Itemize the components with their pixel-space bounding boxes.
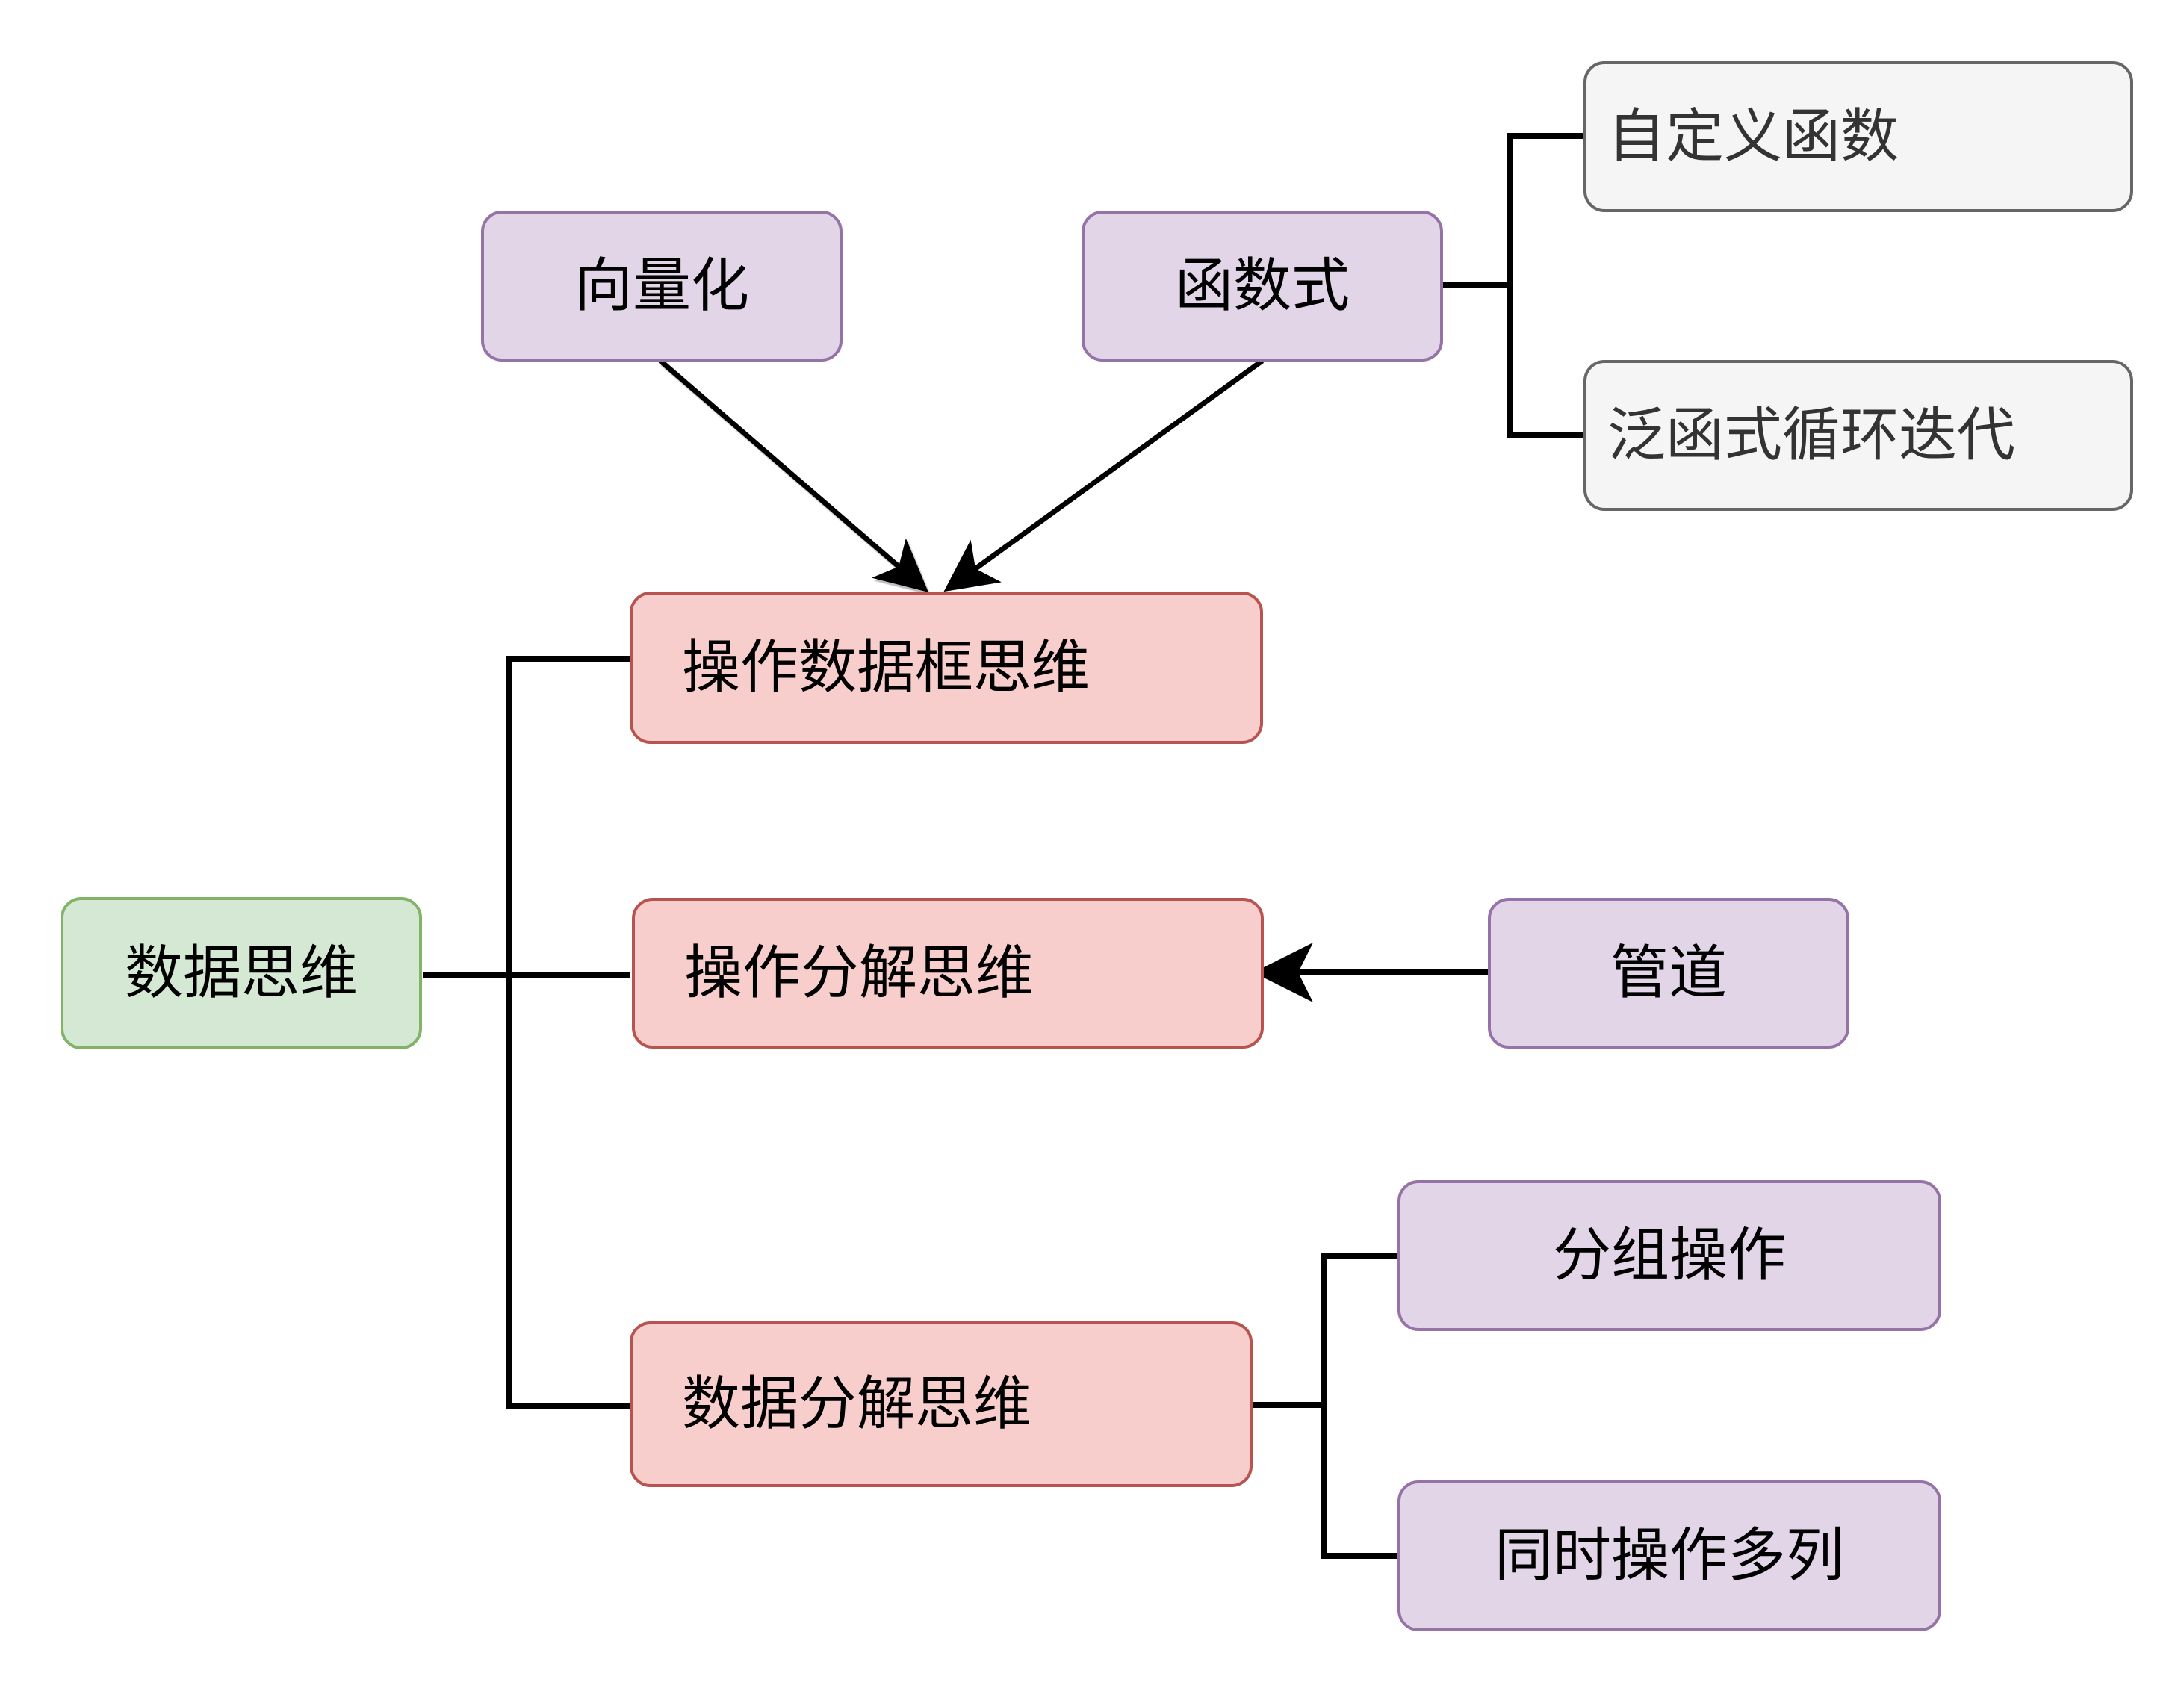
node-group-ops-label: 分组操作 xyxy=(1552,1222,1786,1289)
node-dataframe-thinking-label: 操作数据框思维 xyxy=(682,634,1091,701)
node-dataframe-thinking[interactable]: 操作数据框思维 xyxy=(630,592,1263,744)
node-vectorize-label: 向量化 xyxy=(574,252,749,320)
node-functional-label: 函数式 xyxy=(1174,252,1350,320)
node-multi-column[interactable]: 同时操作多列 xyxy=(1397,1480,1941,1631)
node-data-split-label: 数据分解思维 xyxy=(682,1371,1032,1438)
node-custom-function[interactable]: 自定义函数 xyxy=(1583,61,2133,212)
node-functional-iterate[interactable]: 泛函式循环迭代 xyxy=(1583,360,2133,511)
node-functional[interactable]: 函数式 xyxy=(1082,211,1443,362)
edge-vectorize-to-dataframe-thinking xyxy=(658,359,928,592)
node-data-split[interactable]: 数据分解思维 xyxy=(630,1321,1253,1487)
node-vectorize[interactable]: 向量化 xyxy=(481,211,843,362)
node-custom-function-label: 自定义函数 xyxy=(1607,103,1899,170)
node-pipe-label: 管道 xyxy=(1610,940,1727,1007)
node-root[interactable]: 数据思维 xyxy=(61,897,422,1049)
edge-data-split-to-group-ops xyxy=(1250,1253,1399,1408)
node-pipe[interactable]: 管道 xyxy=(1488,898,1849,1049)
edge-root-trunk xyxy=(506,656,630,1409)
edge-functional-to-custom-function xyxy=(1436,133,1585,288)
node-functional-iterate-label: 泛函式循环迭代 xyxy=(1607,402,2016,469)
node-group-ops[interactable]: 分组操作 xyxy=(1397,1180,1941,1331)
node-root-label: 数据思维 xyxy=(124,940,358,1007)
edge-functional-to-functional-iterate xyxy=(1507,285,1585,438)
edge-data-split-to-multi-column xyxy=(1321,1405,1399,1559)
node-operation-split-label: 操作分解思维 xyxy=(684,940,1034,1007)
node-multi-column-label: 同时操作多列 xyxy=(1494,1522,1844,1589)
edge-functional-to-dataframe-thinking xyxy=(943,359,1265,592)
node-operation-split[interactable]: 操作分解思维 xyxy=(632,898,1264,1049)
